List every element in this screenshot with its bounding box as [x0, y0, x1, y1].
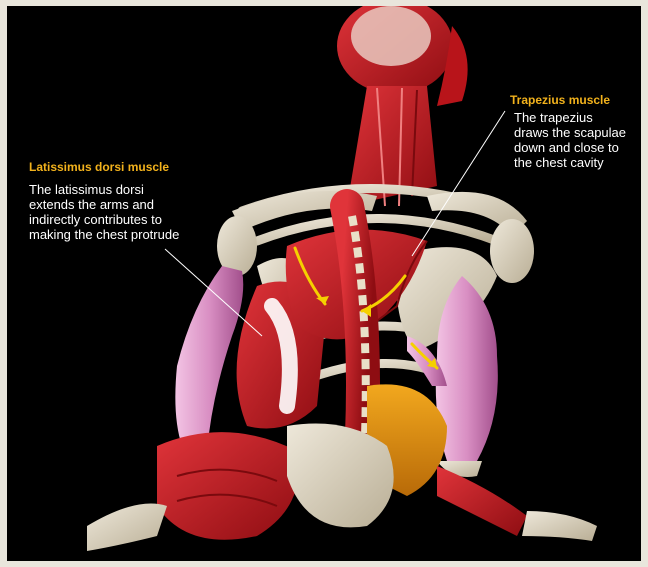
- latissimus-description: The latissimus dorsi extends the arms an…: [29, 182, 179, 242]
- spinal-column: [347, 206, 366, 436]
- trapezius-title: Trapezius muscle: [510, 93, 610, 107]
- latissimus-title: Latissimus dorsi muscle: [29, 160, 169, 174]
- back-muscle-render: [7, 6, 641, 561]
- anatomy-illustration: Trapezius muscle The trapezius draws the…: [7, 6, 641, 561]
- trapezius-description: The trapezius draws the scapulae down an…: [514, 110, 626, 170]
